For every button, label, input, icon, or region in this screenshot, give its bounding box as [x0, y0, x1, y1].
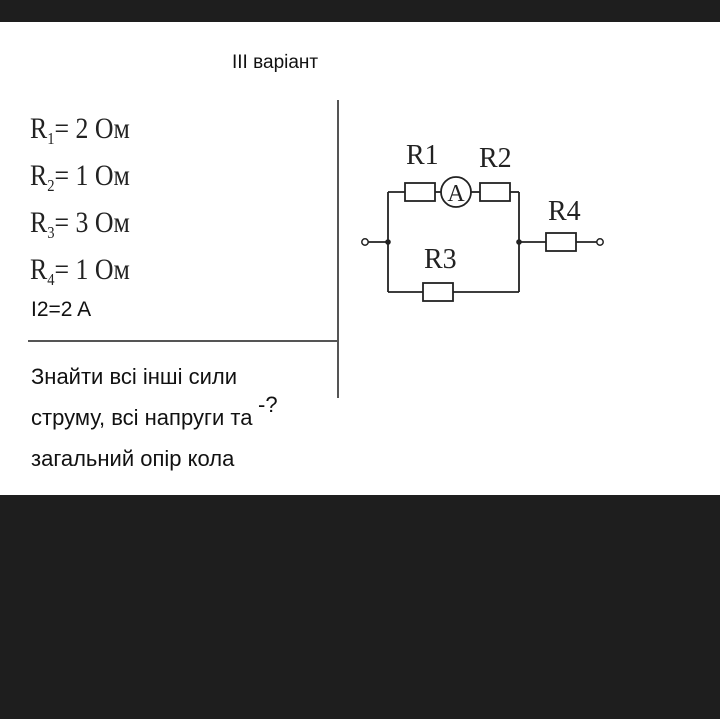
given-r3: R3= 3 Ом [30, 206, 130, 242]
r2-resistor [479, 182, 511, 202]
given-r1: R1= 2 Ом [30, 112, 130, 148]
variant-title: III варіант [232, 52, 319, 73]
task-line-2: струму, всі напруги та [31, 405, 253, 430]
r2-label: R2 [479, 143, 512, 174]
r3-resistor [422, 282, 454, 302]
task-line-1: Знайти всі інші сили [31, 364, 237, 389]
r4-resistor [545, 232, 577, 252]
task-text: Знайти всі інші сили струму, всі напруги… [31, 356, 252, 479]
question-mark: -? [258, 392, 278, 417]
left-junction-dot [385, 239, 391, 245]
left-terminal [361, 238, 369, 246]
given-r2: R2= 1 Ом [30, 159, 130, 195]
right-junction-dot [516, 239, 522, 245]
given-values: R1= 2 Ом R2= 1 Ом R3= 3 Ом R4= 1 Ом [30, 105, 146, 293]
task-line-3: загальний опір кола [31, 446, 235, 471]
r4-label: R4 [548, 196, 581, 227]
vertical-divider [337, 100, 339, 398]
worksheet: III варіант R1= 2 Ом R2= 1 Ом R3= 3 Ом R… [0, 22, 720, 495]
r1-label: R1 [406, 140, 439, 171]
circuit-diagram: R1 R2 R3 R4 A [361, 140, 604, 302]
ammeter-label: A [447, 181, 465, 207]
given-current: I2=2 A [31, 298, 92, 321]
r1-resistor [404, 182, 436, 202]
horizontal-divider [28, 340, 339, 342]
given-r4: R4= 1 Ом [30, 253, 130, 289]
right-terminal [596, 238, 604, 246]
r3-label: R3 [424, 244, 457, 275]
